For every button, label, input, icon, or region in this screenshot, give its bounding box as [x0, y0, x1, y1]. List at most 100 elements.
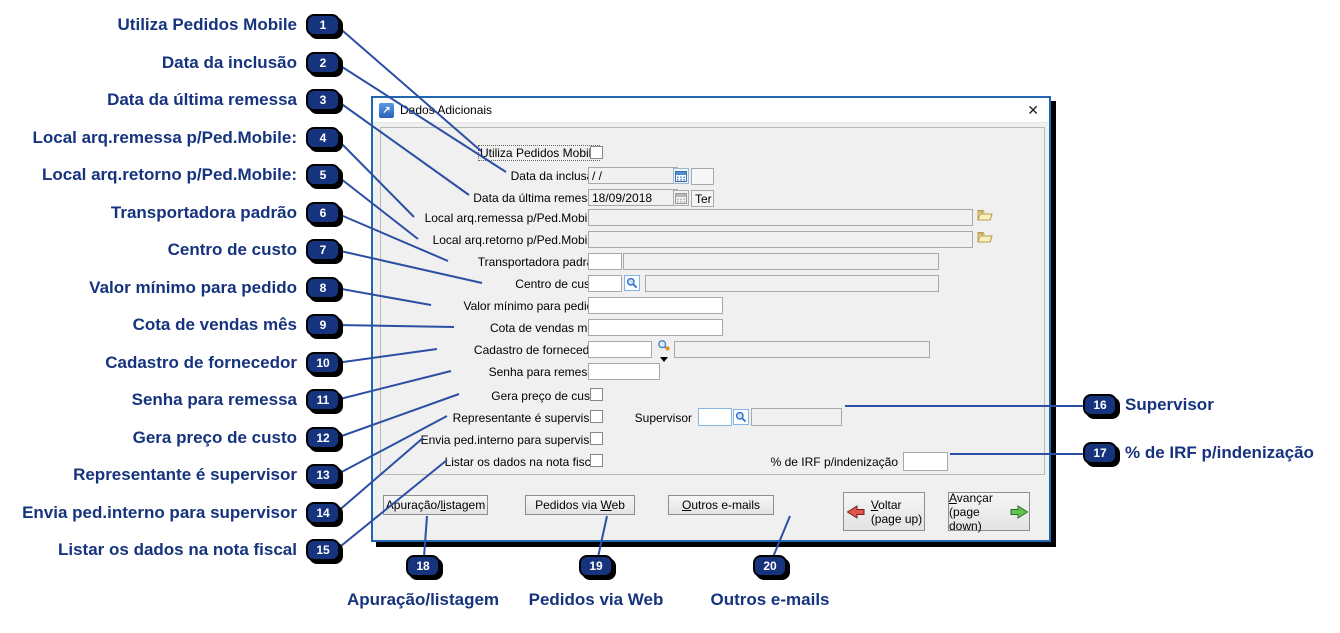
field-label: Local arq.remessa p/Ped.Mobile: — [424, 211, 600, 225]
centro-custo-name-field — [645, 275, 939, 292]
callout-badge: 5 — [306, 164, 340, 186]
cadastro-fornecedor-name-field — [674, 341, 930, 358]
data-ultima-remessa-input[interactable]: 18/09/2018 — [588, 189, 678, 206]
callout-row: Envia ped.interno para supervisor 14 — [0, 500, 340, 526]
callout-badge: 6 — [306, 202, 340, 224]
data-inclusao-extra-field — [691, 168, 714, 185]
local-arq-retorno-input[interactable] — [588, 231, 973, 248]
search-icon[interactable] — [733, 409, 749, 425]
callout-badge: 7 — [306, 239, 340, 261]
dialog-title: Dados Adicionais — [400, 103, 493, 117]
callout-label: Apuração/listagem — [346, 590, 500, 609]
field-label: Representante é supervisor — [452, 411, 600, 425]
arrow-left-icon — [846, 504, 865, 520]
callout-label: Utiliza Pedidos Mobile — [117, 15, 297, 34]
field-label: Envia ped.interno para supervisor — [420, 433, 600, 447]
callout-badge: 17 — [1083, 442, 1117, 464]
callout-badge: 11 — [306, 389, 340, 411]
weekday-field: Ter — [691, 190, 714, 207]
supervisor-code-input[interactable] — [698, 408, 732, 426]
supervisor-name-field — [751, 408, 842, 426]
callout-label: Transportadora padrão — [110, 203, 297, 222]
callout-badge: 10 — [306, 352, 340, 374]
callout-row: 16 Supervisor — [1083, 394, 1214, 416]
callout-badge: 20 — [753, 555, 787, 577]
apuracao-listagem-button[interactable]: Apuração/listagem — [383, 495, 488, 515]
field-label: Data da última remessa — [473, 191, 600, 205]
gera-preco-custo-checkbox[interactable] — [590, 388, 603, 401]
dialog-dados-adicionais: ↗ Dados Adicionais ✕ Utiliza Pedidos Mob… — [371, 96, 1051, 542]
callout-row: Senha para remessa 11 — [0, 387, 340, 413]
irf-input[interactable] — [903, 452, 948, 471]
chevron-down-icon[interactable] — [660, 357, 668, 362]
voltar-button[interactable]: Voltar(page up) — [843, 492, 925, 531]
valor-minimo-input[interactable] — [588, 297, 723, 314]
senha-remessa-input[interactable] — [588, 363, 660, 380]
callout-badge: 4 — [306, 127, 340, 149]
centro-custo-code-input[interactable] — [588, 275, 622, 292]
folder-icon[interactable] — [977, 230, 993, 244]
field-label: Local arq.retorno p/Ped.Mobile: — [432, 233, 600, 247]
callout-label: Local arq.retorno p/Ped.Mobile: — [41, 165, 297, 184]
callout-label: Cota de vendas mês — [132, 315, 297, 334]
arrow-right-icon — [1010, 504, 1029, 520]
callout-label: Supervisor — [1125, 395, 1214, 414]
callout-badge: 12 — [306, 427, 340, 449]
close-icon[interactable]: ✕ — [1027, 101, 1039, 118]
callout-row: Cadastro de fornecedor 10 — [0, 350, 340, 376]
callout-label: Listar os dados na nota fiscal — [57, 540, 297, 559]
pedidos-via-web-button[interactable]: Pedidos via Web — [525, 495, 635, 515]
cota-vendas-input[interactable] — [588, 319, 723, 336]
calendar-icon[interactable] — [673, 168, 689, 184]
avancar-button[interactable]: Avançar(page down) — [948, 491, 1030, 533]
callout-label: Pedidos via Web — [528, 590, 664, 609]
cadastro-fornecedor-code-input[interactable] — [588, 341, 652, 358]
callout-row: 17 % de IRF p/indenização — [1083, 442, 1314, 464]
utiliza-pedidos-mobile-checkbox[interactable] — [590, 146, 603, 159]
callout-label: Outros e-mails — [710, 590, 830, 609]
field-label: Valor mínimo para pedido — [463, 299, 600, 313]
transportadora-code-input[interactable] — [588, 253, 622, 270]
transportadora-name-field — [623, 253, 939, 270]
callout-label: Data da inclusão — [161, 53, 297, 72]
callout-row: Local arq.retorno p/Ped.Mobile: 5 — [0, 162, 340, 188]
app-icon: ↗ — [379, 102, 394, 118]
search-icon[interactable] — [624, 275, 640, 291]
field-label: Cota de vendas mês — [489, 321, 600, 335]
callout-label: Envia ped.interno para supervisor — [22, 503, 297, 522]
callout-badge: 1 — [306, 14, 340, 36]
callout-label: % de IRF p/indenização — [1125, 443, 1314, 462]
outros-emails-button[interactable]: Outros e-mails — [668, 495, 774, 515]
callout-label: Cadastro de fornecedor — [105, 353, 297, 372]
field-label: Listar os dados na nota fiscal — [444, 455, 600, 469]
callout-label: Senha para remessa — [131, 390, 297, 409]
callout-label: Gera preço de custo — [132, 428, 297, 447]
callout-row: Centro de custo 7 — [0, 237, 340, 263]
callout-row: Utiliza Pedidos Mobile 1 — [0, 12, 340, 38]
title-bar[interactable]: ↗ Dados Adicionais ✕ — [373, 98, 1049, 123]
callout-badge: 18 — [406, 555, 440, 577]
callout-badge: 16 — [1083, 394, 1117, 416]
representante-supervisor-checkbox[interactable] — [590, 410, 603, 423]
local-arq-remessa-input[interactable] — [588, 209, 973, 226]
folder-icon[interactable] — [977, 208, 993, 222]
callout-label: Centro de custo — [167, 240, 297, 259]
field-label: Gera preço de custo — [491, 389, 600, 403]
listar-dados-nf-checkbox[interactable] — [590, 454, 603, 467]
calendar-disabled-icon — [673, 190, 689, 206]
callout-row: Valor mínimo para pedido 8 — [0, 275, 340, 301]
field-label: Data da inclusão — [510, 169, 600, 183]
callout-row: Gera preço de custo 12 — [0, 425, 340, 451]
callout-badge: 2 — [306, 52, 340, 74]
callout-badge: 8 — [306, 277, 340, 299]
search-icon[interactable] — [657, 339, 671, 353]
callout-badge: 3 — [306, 89, 340, 111]
envia-ped-interno-checkbox[interactable] — [590, 432, 603, 445]
data-inclusao-input[interactable]: / / — [588, 167, 678, 184]
field-label: % de IRF p/indenização — [770, 455, 898, 469]
callout-label: Valor mínimo para pedido — [89, 278, 297, 297]
callout-badge: 14 — [306, 502, 340, 524]
